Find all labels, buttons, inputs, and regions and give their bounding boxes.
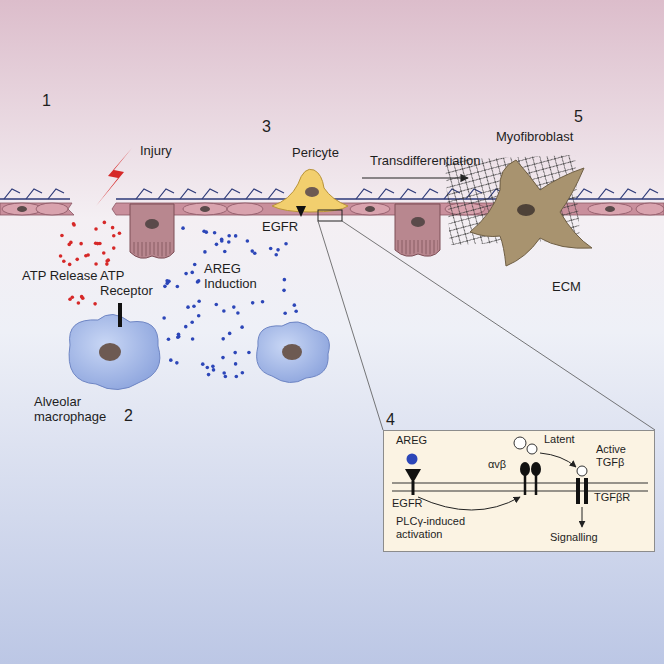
inset-label: Latent <box>544 433 594 446</box>
inset-label: TGFβR <box>594 491 650 504</box>
inset-label: PLCγ-induced activation <box>396 515 492 540</box>
epithelium <box>0 203 74 215</box>
label: Myofibroblast <box>496 130 596 145</box>
nucleus <box>517 204 535 216</box>
label: Alveolar macrophage <box>34 395 120 425</box>
label: AREG Induction <box>204 262 276 292</box>
injury-bolt <box>96 148 132 206</box>
label: Pericyte <box>292 146 362 161</box>
atp-receptor <box>118 303 122 327</box>
inset-label: Active TGFβ <box>596 443 652 468</box>
inset-box: 4AREGEGFRLatentαvβActive TGFβTGFβRPLCγ-i… <box>383 430 655 552</box>
callout-number: 5 <box>574 108 594 126</box>
label: ATP Release <box>22 269 112 284</box>
nucleus <box>305 187 319 197</box>
callout-number: 4 <box>386 411 406 429</box>
zoom-line <box>318 221 383 430</box>
inset-label: Signalling <box>550 531 620 544</box>
inset-label: EGFR <box>392 497 432 510</box>
alveolar-macrophage <box>69 314 160 389</box>
nucleus <box>282 344 302 360</box>
type-two-cell <box>130 204 440 258</box>
zoom-line <box>342 221 655 430</box>
inset-label: AREG <box>396 434 446 447</box>
myofibroblast-cell <box>470 160 592 266</box>
inset-label: αvβ <box>488 458 518 471</box>
egfr-symbol <box>296 206 306 217</box>
label: Transdifferentiation <box>370 154 510 169</box>
pericyte <box>272 169 348 212</box>
callout-number: 3 <box>262 118 282 136</box>
label: ATP Receptor <box>100 269 164 299</box>
callout-number: 2 <box>124 407 144 425</box>
nucleus <box>99 343 121 361</box>
zoom-frame <box>318 210 342 221</box>
callout-number: 1 <box>42 92 62 110</box>
label: Injury <box>140 144 200 159</box>
alveolar-macrophage <box>257 322 330 383</box>
epithelium <box>112 203 664 215</box>
label: EGFR <box>262 220 306 235</box>
label: ECM <box>552 280 602 295</box>
